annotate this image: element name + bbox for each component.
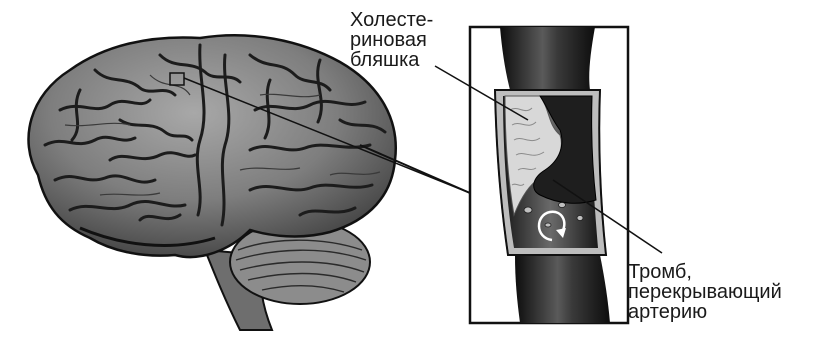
artery-inset: [470, 27, 628, 323]
plaque-label: Холесте- риновая бляшка: [350, 10, 433, 70]
brain-illustration: [28, 35, 395, 330]
thrombus-label: Тромб, перекрывающий артерию: [628, 262, 782, 322]
